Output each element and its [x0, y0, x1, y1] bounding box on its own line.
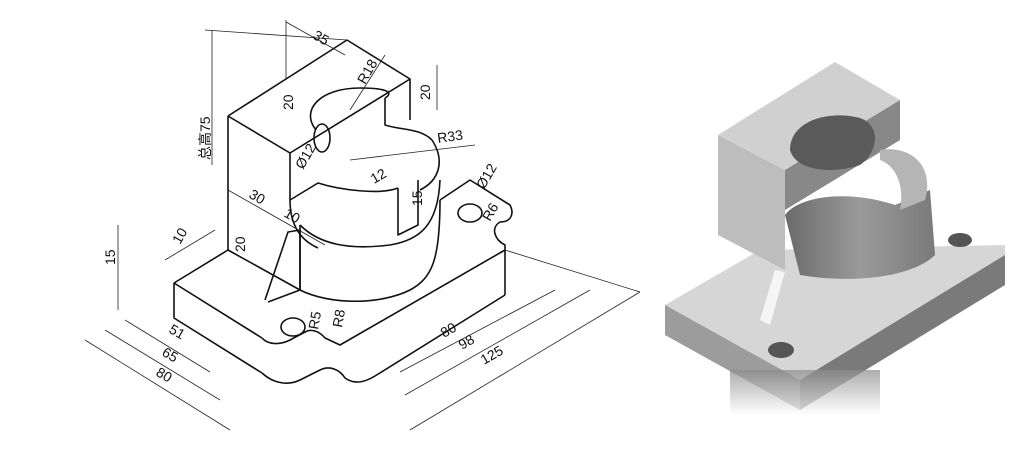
dim-20-left: 20	[280, 94, 296, 110]
shaded-render	[665, 62, 1005, 415]
dim-51: 51	[167, 321, 189, 343]
dim-80-depth: 80	[154, 364, 176, 386]
dim-r18: R18	[354, 56, 381, 86]
dim-35: 35	[311, 27, 333, 49]
dim-10-rib: 10	[282, 205, 304, 227]
dim-30: 30	[247, 186, 269, 208]
dim-r8: R8	[329, 308, 348, 329]
dim-65: 65	[160, 344, 182, 366]
dim-125: 125	[478, 342, 506, 368]
dimension-lines	[84, 20, 641, 431]
dim-r33: R33	[436, 127, 464, 146]
dimension-labels: 35 R18 20 20 总高75 R33 Ø12 12 15 Ø12 R6 3…	[102, 27, 506, 386]
dim-80-length: 80	[438, 319, 460, 341]
dim-r6: R6	[479, 200, 502, 224]
dim-r5: R5	[305, 310, 324, 331]
dim-98: 98	[456, 331, 478, 353]
dim-10-offset: 10	[169, 225, 191, 247]
dim-dia12-base: Ø12	[473, 160, 500, 191]
dim-15-base: 15	[102, 249, 118, 265]
dim-15-slot: 15	[409, 190, 425, 206]
part-outline	[173, 39, 513, 384]
dim-20-right: 20	[417, 84, 433, 100]
dim-20-rib: 20	[232, 236, 248, 252]
dim-12: 12	[368, 165, 390, 187]
dim-total-height: 总高75	[197, 116, 213, 160]
